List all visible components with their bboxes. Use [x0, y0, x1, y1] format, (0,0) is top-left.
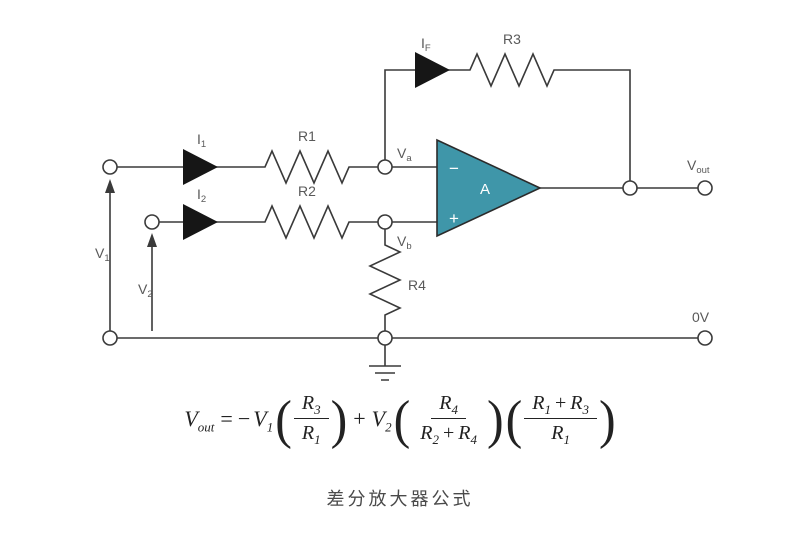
formula-r4b-sub: 4	[470, 432, 477, 447]
label-r4: R4	[408, 277, 426, 293]
current-arrows	[183, 52, 450, 240]
circuit-labels: IF R3 I1 R1 I2 R2 Va Vb R4 Vout 0V V1 V2	[95, 31, 710, 325]
terminal-input-2	[144, 214, 160, 230]
formula-r1c-sub: 1	[563, 432, 571, 447]
formula-r4-base: R	[439, 392, 452, 414]
wire-resistor-r4	[368, 229, 402, 331]
formula-frac-1-den: R1	[294, 419, 329, 447]
wire-input-1	[117, 149, 437, 185]
formula-r4b-base: R	[458, 422, 471, 444]
formula-vout-sub: out	[197, 418, 215, 434]
opamp-noninverting-sign: +	[449, 209, 459, 228]
formula-r1-base: R	[301, 422, 315, 444]
label-va: Va	[397, 145, 412, 164]
formula-frac-3-num: R1+R3	[524, 392, 598, 419]
formula-r1: R1	[301, 422, 321, 447]
current-if-arrow-icon	[415, 52, 450, 88]
label-if: IF	[421, 35, 431, 54]
formula-r4: R4	[439, 392, 458, 417]
current-i1-arrow-icon	[183, 149, 218, 185]
formula-r3: R3	[301, 392, 321, 417]
formula-frac-2-den: R2+R4	[412, 419, 485, 447]
formula-num-plus: +	[555, 392, 567, 414]
node-va	[377, 159, 393, 175]
node-ground	[377, 330, 393, 346]
diagram-caption: 差分放大器公式	[326, 489, 474, 509]
opamp-triangle	[436, 138, 542, 238]
formula-frac-3-den: R1	[543, 419, 578, 447]
nodes	[102, 159, 713, 346]
formula-frac-1: R3 R1	[293, 392, 329, 447]
formula-r3b: R3	[570, 392, 590, 417]
formula-r1b-base: R	[532, 392, 545, 414]
formula-r3-base: R	[301, 392, 315, 414]
v2-arrowhead-icon	[147, 233, 157, 247]
formula-frac-1-num: R3	[293, 392, 329, 419]
wire-input-2	[159, 204, 437, 240]
formula-vout: Vout	[184, 405, 215, 434]
formula-vout-base: V	[184, 405, 198, 431]
terminal-ground-left	[102, 330, 118, 346]
formula-frac-3: R1+R3 R1	[524, 392, 598, 447]
formula-r3b-base: R	[570, 392, 583, 414]
formula-r1c: R1	[551, 422, 571, 447]
wires	[109, 52, 698, 381]
formula-den-plus: +	[442, 422, 455, 444]
ground-symbol	[369, 345, 401, 381]
voltage-arrowheads	[105, 179, 157, 247]
label-vout: Vout	[687, 157, 710, 176]
opamp: − + A	[436, 138, 542, 238]
label-vb: Vb	[397, 233, 412, 252]
formula-equals: =	[220, 405, 233, 431]
label-i1: I1	[197, 131, 206, 150]
label-0v: 0V	[692, 309, 710, 325]
formula: Vout = − V1 ( R3 R1 ) + V2 ( R4 R2+R4 ) …	[184, 388, 616, 449]
formula-v1: V1	[253, 405, 274, 434]
label-r3: R3	[503, 31, 521, 47]
v1-arrowhead-icon	[105, 179, 115, 193]
formula-frac-2: R4 R2+R4	[412, 392, 485, 447]
formula-plus: +	[353, 405, 366, 431]
formula-r3-sub: 3	[314, 402, 321, 417]
formula-r1-sub: 1	[314, 432, 321, 447]
label-r2: R2	[298, 183, 316, 199]
formula-r1c-base: R	[551, 422, 564, 444]
node-vb	[377, 214, 393, 230]
label-v2: V2	[138, 281, 153, 300]
formula-r3b-sub: 3	[582, 402, 590, 417]
formula-r2-base: R	[420, 422, 433, 444]
formula-v1-sub: 1	[266, 418, 274, 434]
formula-v2: V2	[371, 405, 392, 434]
label-i2: I2	[197, 186, 206, 205]
label-v1: V1	[95, 245, 110, 264]
formula-r1b: R1	[532, 392, 552, 417]
wire-feedback	[384, 52, 631, 181]
terminal-output	[697, 180, 713, 196]
formula-v1-base: V	[253, 405, 267, 431]
formula-v2-sub: 2	[385, 418, 392, 434]
formula-v2-base: V	[371, 405, 386, 431]
node-output-junction	[622, 180, 638, 196]
opamp-name-label: A	[480, 181, 490, 198]
formula-r4-sub: 4	[451, 402, 458, 417]
circuit-svg: − + A IF R3 I1 R1 I2 R2 Va Vb R4	[95, 31, 713, 381]
terminal-input-1	[102, 159, 118, 175]
formula-r2-sub: 2	[432, 432, 439, 447]
label-r1: R1	[298, 128, 316, 144]
formula-frac-2-num: R4	[431, 392, 466, 419]
formula-minus: −	[237, 405, 251, 431]
formula-r4b: R4	[458, 422, 477, 447]
opamp-inverting-sign: −	[449, 159, 459, 178]
formula-r2: R2	[420, 422, 439, 447]
current-i2-arrow-icon	[183, 204, 218, 240]
formula-r1b-sub: 1	[544, 402, 552, 417]
terminal-ground-right	[697, 330, 713, 346]
